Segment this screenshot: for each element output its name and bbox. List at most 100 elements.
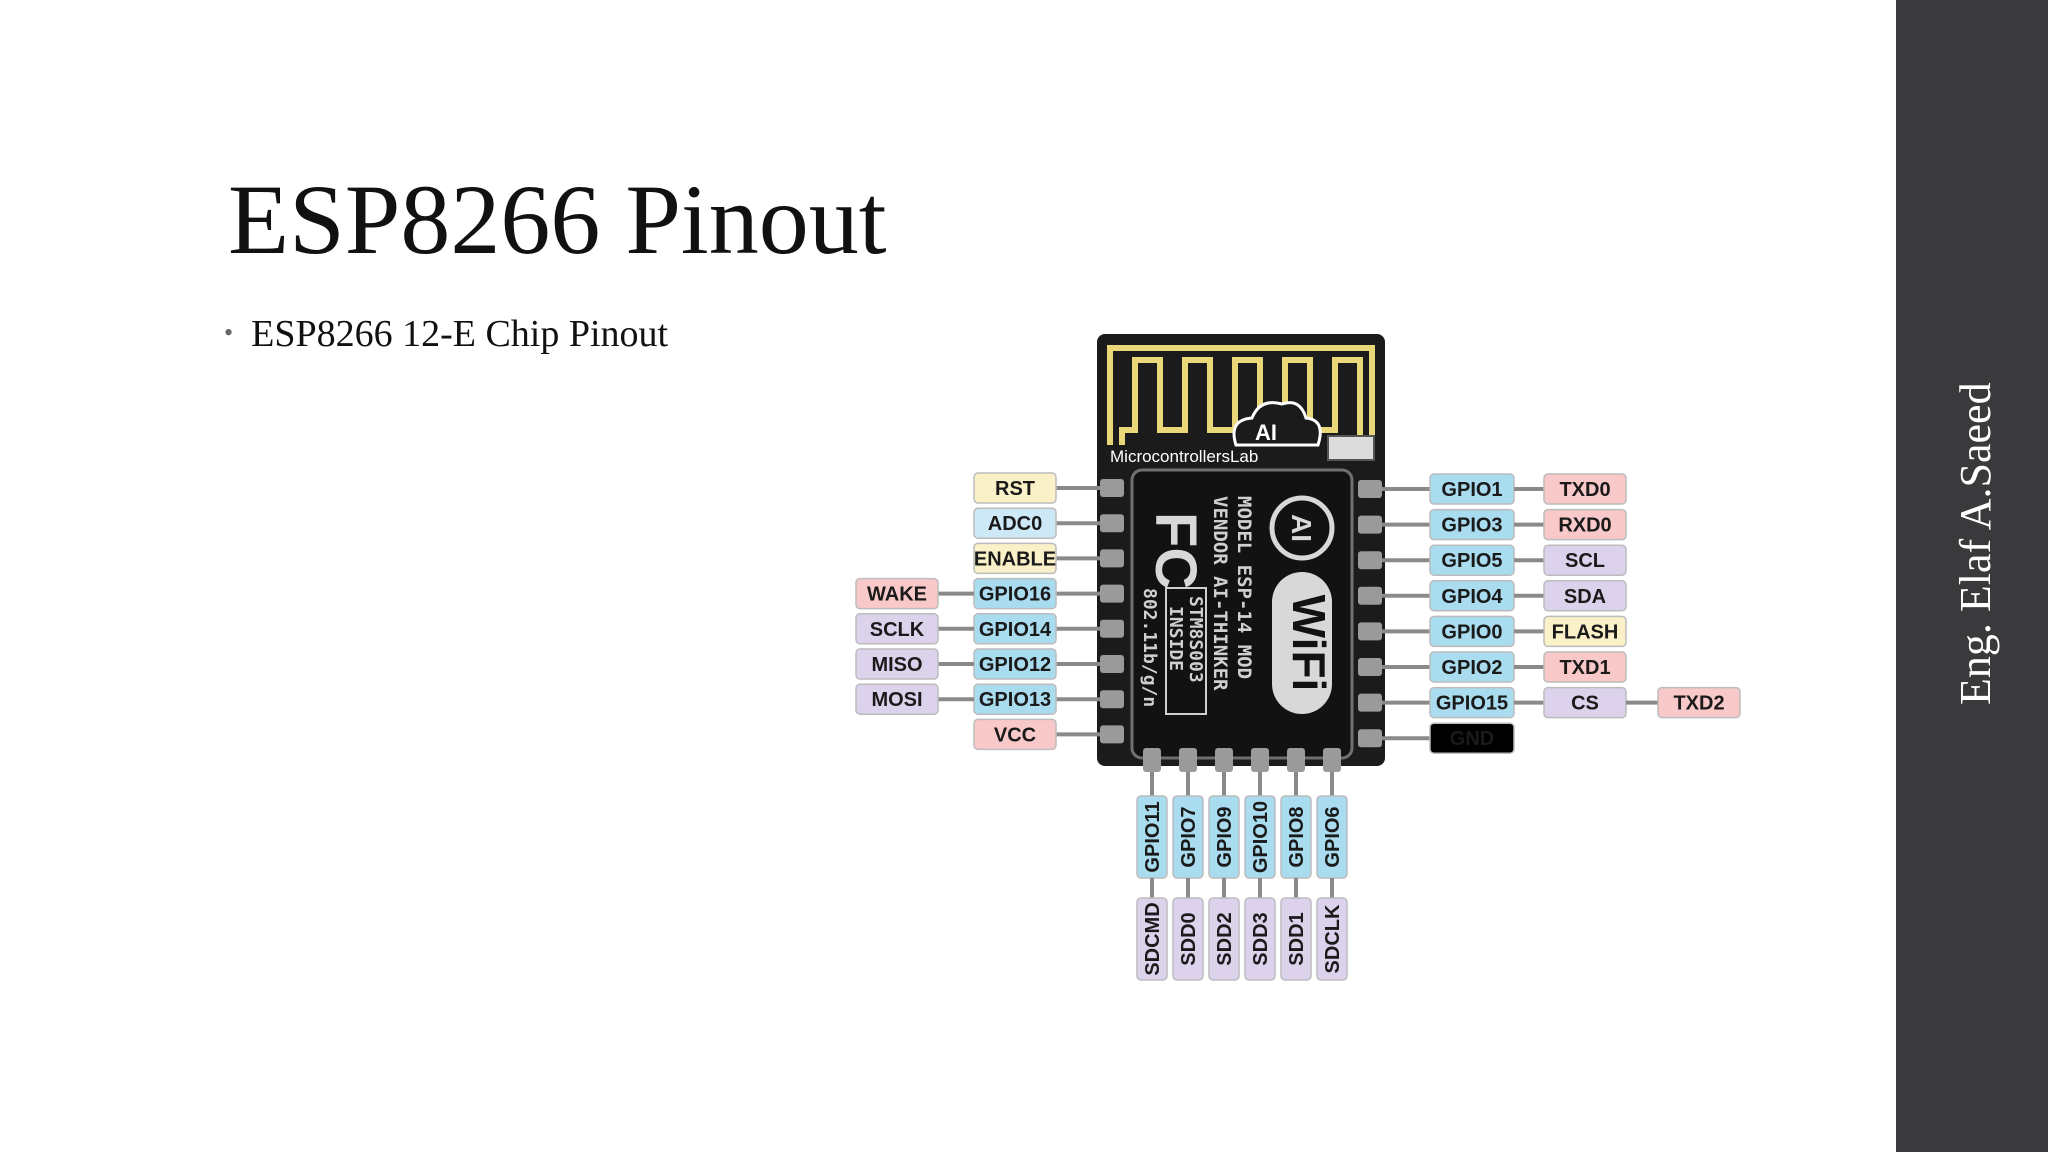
pin-label-adc0: ADC0 [973, 507, 1057, 539]
bullet-dot-icon: • [224, 318, 234, 348]
svg-text:SCLK: SCLK [870, 619, 925, 641]
svg-text:SDCMD: SDCMD [1142, 902, 1164, 975]
chip-inside-text: INSIDE [1165, 606, 1186, 671]
pin-alt-label-sclk: SCLK [855, 613, 939, 645]
svg-text:WAKE: WAKE [867, 584, 927, 606]
pin-label-gpio3: GPIO3 [1429, 508, 1515, 541]
pin-label-gpio16: GPIO16 [973, 577, 1057, 610]
chip-stm-text: STM8S003 [1185, 596, 1206, 683]
pin-pad [1100, 514, 1124, 533]
svg-text:GPIO3: GPIO3 [1441, 515, 1502, 537]
svg-text:TXD2: TXD2 [1673, 693, 1724, 715]
svg-text:VCC: VCC [994, 724, 1036, 746]
svg-text:GPIO4: GPIO4 [1441, 586, 1503, 608]
pin-alt-label-sdcmd: SDCMD [1136, 897, 1168, 981]
pin-pad [1251, 748, 1269, 772]
bullet-item: • ESP8266 12-E Chip Pinout [224, 312, 668, 356]
pin-pad [1100, 655, 1124, 673]
pin-label-gpio7: GPIO7 [1172, 795, 1204, 879]
pin-alt-label-sdd2: SDD2 [1208, 897, 1240, 981]
pin-pad [1358, 658, 1382, 676]
pin-label-enable: ENABLE [973, 542, 1057, 575]
pin-pad [1179, 748, 1197, 772]
fc-logo: FC [1143, 512, 1208, 589]
pin-label-gpio9: GPIO9 [1208, 795, 1240, 879]
pin-pad [1100, 479, 1124, 497]
pin-label-gpio13: GPIO13 [973, 683, 1057, 715]
pin-pad [1100, 619, 1124, 638]
pin-alt-label-sdclk: SDCLK [1316, 897, 1348, 981]
svg-text:ENABLE: ENABLE [974, 548, 1056, 570]
pin-alt-label-wake: WAKE [855, 577, 939, 610]
pin-label-vcc: VCC [973, 718, 1057, 751]
svg-text:SDA: SDA [1564, 586, 1606, 608]
svg-text:GPIO1: GPIO1 [1441, 479, 1502, 501]
esp8266-pinout-diagram: AI MicrocontrollersLab FC AI WiFi MODEL … [855, 334, 1741, 981]
svg-text:FLASH: FLASH [1552, 621, 1619, 643]
svg-text:ADC0: ADC0 [988, 513, 1042, 535]
pin-label-gpio2: GPIO2 [1429, 651, 1515, 683]
pin-label-gpio8: GPIO8 [1280, 795, 1312, 879]
cloud-label: AI [1255, 420, 1277, 445]
svg-text:GPIO6: GPIO6 [1322, 806, 1344, 867]
svg-text:SDD0: SDD0 [1178, 912, 1200, 965]
pin-alt-label-miso: MISO [855, 648, 939, 680]
svg-text:GPIO2: GPIO2 [1441, 657, 1502, 679]
ai-round-logo [1269, 495, 1335, 561]
pin-label-gpio4: GPIO4 [1429, 580, 1515, 612]
pin-pad [1358, 480, 1382, 498]
wifi-logo [1272, 572, 1332, 714]
svg-text:SCL: SCL [1565, 550, 1605, 572]
svg-text:GPIO7: GPIO7 [1178, 806, 1200, 867]
svg-text:SDD2: SDD2 [1214, 912, 1236, 965]
chip-vendor-text: VENDOR AI-THINKER [1209, 496, 1231, 691]
svg-text:RXD0: RXD0 [1558, 515, 1611, 537]
chip-model-text: MODEL ESP-14 MOD [1233, 496, 1255, 679]
pin-pad [1358, 693, 1382, 712]
pin-label-gpio12: GPIO12 [973, 648, 1057, 680]
wifi-label: WiFi [1283, 595, 1335, 692]
pin-label-gpio15: GPIO15 [1429, 686, 1515, 719]
pin-pad [1358, 586, 1382, 605]
pin-pad [1100, 549, 1124, 568]
svg-text:MOSI: MOSI [871, 689, 922, 711]
pin-alt-label-txd2: TXD2 [1657, 686, 1741, 719]
slide-title: ESP8266 Pinout [228, 164, 887, 275]
pins-layer: RSTADC0ENABLEGPIO16WAKEGPIO14SCLKGPIO12M… [855, 472, 1741, 981]
svg-text:SDD3: SDD3 [1250, 912, 1272, 965]
pin-label-gpio5: GPIO5 [1429, 544, 1515, 576]
pin-pad [1323, 748, 1341, 772]
slide: ESP8266 Pinout • ESP8266 12-E Chip Pinout… [224, 164, 1741, 981]
svg-text:TXD1: TXD1 [1559, 657, 1610, 679]
ai-round-label: AI [1286, 514, 1317, 542]
pin-alt-label-sdd1: SDD1 [1280, 897, 1312, 981]
pin-alt-label-mosi: MOSI [855, 683, 939, 715]
pin-pad [1287, 748, 1305, 772]
svg-text:GPIO15: GPIO15 [1436, 693, 1508, 715]
ai-cloud-icon: AI [1232, 401, 1322, 447]
pin-pad [1100, 690, 1124, 709]
sidebar: Eng. Elaf A.Saeed [1896, 0, 2048, 1152]
svg-text:GPIO11: GPIO11 [1142, 801, 1164, 872]
pin-alt-label-cs: CS [1543, 686, 1627, 719]
pin-alt-label-flash: FLASH [1543, 615, 1627, 648]
chip-spec-text: 802.11b/g/n [1139, 588, 1160, 707]
svg-text:MISO: MISO [871, 654, 922, 676]
svg-text:GPIO16: GPIO16 [979, 584, 1051, 606]
watermark-text: MicrocontrollersLab [1110, 447, 1258, 466]
pin-alt-label-rxd0: RXD0 [1543, 508, 1627, 541]
svg-text:TXD0: TXD0 [1559, 479, 1610, 501]
svg-text:SDD1: SDD1 [1286, 912, 1308, 965]
svg-text:GPIO10: GPIO10 [1250, 801, 1272, 873]
pin-alt-label-sdd3: SDD3 [1244, 897, 1276, 981]
pin-alt-label-txd0: TXD0 [1543, 473, 1627, 505]
svg-text:GPIO12: GPIO12 [979, 654, 1051, 676]
pin-alt-label-sda: SDA [1543, 580, 1627, 612]
svg-text:RST: RST [995, 478, 1035, 500]
author-name: Eng. Elaf A.Saeed [1951, 382, 2000, 705]
pin-pad [1358, 622, 1382, 641]
pin-alt-label-sdd0: SDD0 [1172, 897, 1204, 981]
svg-text:GPIO9: GPIO9 [1214, 806, 1236, 867]
svg-text:GPIO0: GPIO0 [1441, 621, 1502, 643]
bullet-text: ESP8266 12-E Chip Pinout [251, 313, 669, 355]
